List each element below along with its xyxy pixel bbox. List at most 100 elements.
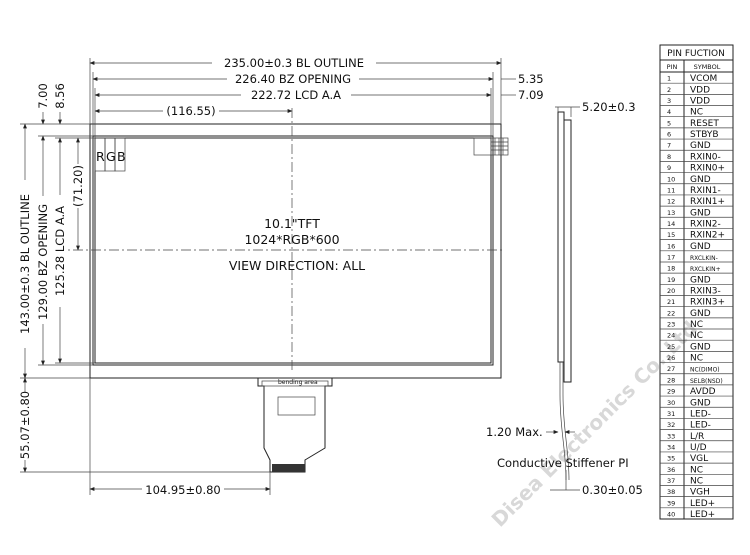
pin-symbol: VGL: [690, 454, 708, 464]
pin-symbol: L/R: [690, 432, 704, 442]
pin-number: 28: [667, 376, 675, 384]
bezel-opening: [92, 135, 494, 366]
pin-symbol: RXIN3-: [690, 287, 721, 297]
pin-symbol: NC: [690, 354, 703, 364]
pin-symbol: RXCLKIN-: [690, 255, 718, 262]
top-dimensions: 235.00±0.3 BL OUTLINE 226.40 BZ OPENING …: [89, 56, 544, 138]
dim-lcd-aa-width: 222.72 LCD A.A: [251, 88, 341, 102]
backlight-outline: [89, 123, 502, 379]
pin-symbol: RXCLKIN+: [690, 266, 721, 273]
pin-symbol: GND: [690, 141, 711, 151]
pin-number: 10: [667, 175, 675, 183]
pin-number: 8: [667, 153, 671, 161]
pin-symbol: U/D: [690, 443, 707, 453]
pin-number: 15: [667, 231, 675, 239]
pin-number: 9: [667, 164, 671, 172]
pin-symbol: STBYB: [690, 130, 719, 140]
pin-number: 24: [667, 332, 675, 340]
pin-symbol: RESET: [690, 119, 719, 129]
pin-number: 25: [667, 343, 675, 351]
left-dimensions: 143.00±0.3 BL OUTLINE 129.00 BZ OPENING …: [18, 83, 270, 473]
pin-symbol: LED+: [690, 510, 715, 520]
side-view: 5.20±0.3 1.20 Max. Conductive Stiffener …: [486, 100, 643, 497]
dim-right-bz-margin: 5.35: [518, 72, 544, 86]
dim-bz-opening-width: 226.40 BZ OPENING: [235, 72, 351, 86]
pin-number: 31: [667, 410, 675, 418]
dim-stiffener-thickness: 0.30±0.05: [582, 483, 643, 497]
dim-right-aa-margin: 7.09: [518, 88, 544, 102]
corner-pixel-grid: [473, 137, 509, 156]
dim-thickness: 5.20±0.3: [582, 100, 636, 114]
pin-symbol: LED-: [690, 409, 711, 419]
dim-bl-outline-width: 235.00±0.3 BL OUTLINE: [224, 56, 364, 70]
pin-symbol: VGH: [690, 488, 710, 498]
pin-number: 17: [667, 253, 675, 261]
pin-number: 27: [667, 365, 675, 373]
pin-number: 23: [667, 321, 675, 329]
pin-symbol: NC: [690, 108, 703, 118]
pin-table-col-symbol: SYMBOL: [694, 63, 721, 71]
pin-number: 37: [667, 477, 675, 485]
pixel-label-b: B: [117, 149, 126, 164]
pin-symbol: GND: [690, 208, 711, 218]
pin-number: 30: [667, 399, 675, 407]
pin-number: 21: [667, 298, 675, 306]
pin-number: 11: [667, 186, 675, 194]
pin-symbol: VDD: [690, 85, 710, 95]
pin-number: 3: [667, 97, 671, 105]
pin-symbol: AVDD: [690, 387, 716, 397]
pin-number: 20: [667, 287, 675, 295]
front-view: R G B 10.1"TFT 1024*RGB*600 VIEW DIRECTI…: [55, 108, 509, 379]
pin-table-col-pin: PIN: [667, 63, 678, 71]
pin-symbol: RXIN0+: [690, 164, 725, 174]
pin-symbol: RXIN2+: [690, 231, 725, 241]
view-direction-text: VIEW DIRECTION: ALL: [229, 258, 365, 273]
pin-number: 2: [667, 86, 671, 94]
pin-number: 35: [667, 455, 675, 463]
pixel-label-g: G: [106, 149, 116, 164]
dim-top-margin-1: 7.00: [36, 83, 50, 109]
pin-symbol: LED+: [690, 499, 715, 509]
pin-number: 22: [667, 309, 675, 317]
dim-center-offset-x: (116.55): [166, 104, 215, 118]
dim-top-margin-2: 8.56: [53, 83, 67, 109]
pin-number: 18: [667, 265, 675, 273]
pin-number: 13: [667, 209, 675, 217]
pin-number: 19: [667, 276, 675, 284]
fpc-bending-label: bending area: [278, 379, 318, 386]
pin-number: 40: [667, 511, 675, 519]
dim-center-offset-y: (71.20): [71, 165, 85, 207]
pin-symbol: GND: [690, 275, 711, 285]
pin-symbol: RXIN1-: [690, 186, 721, 196]
pin-number: 6: [667, 131, 671, 139]
fpc: bending area: [257, 378, 333, 473]
pin-number: 39: [667, 499, 675, 507]
rgb-pixel-boxes: R G B: [94, 137, 126, 172]
dim-fpc-offset: 104.95±0.80: [145, 483, 220, 497]
pin-symbol: RXIN2-: [690, 219, 721, 229]
dim-max-thickness: 1.20 Max.: [486, 425, 543, 439]
pin-symbol: GND: [690, 175, 711, 185]
pin-symbol: GND: [690, 398, 711, 408]
pin-number: 33: [667, 432, 675, 440]
pin-number: 16: [667, 242, 675, 250]
pin-symbol: RXIN0-: [690, 152, 721, 162]
dim-bz-opening-height: 129.00 BZ OPENING: [36, 204, 50, 320]
lcd-active-area: [94, 137, 492, 364]
stiffener-label: Conductive Stiffener PI: [497, 456, 629, 470]
pin-number: 5: [667, 119, 671, 127]
pin-number: 29: [667, 388, 675, 396]
pin-symbol: NC: [690, 320, 703, 330]
pin-number: 1: [667, 75, 671, 83]
pin-number: 7: [667, 142, 671, 150]
pin-table-title: PIN FUCTION: [667, 49, 725, 59]
pin-number: 4: [667, 108, 671, 116]
pin-symbol: GND: [690, 242, 711, 252]
pin-symbol: VDD: [690, 97, 710, 107]
dim-bl-outline-height: 143.00±0.3 BL OUTLINE: [18, 194, 32, 334]
pin-symbol: VCOM: [690, 74, 717, 84]
pin-symbol: GND: [690, 309, 711, 319]
pin-number: 34: [667, 443, 675, 451]
